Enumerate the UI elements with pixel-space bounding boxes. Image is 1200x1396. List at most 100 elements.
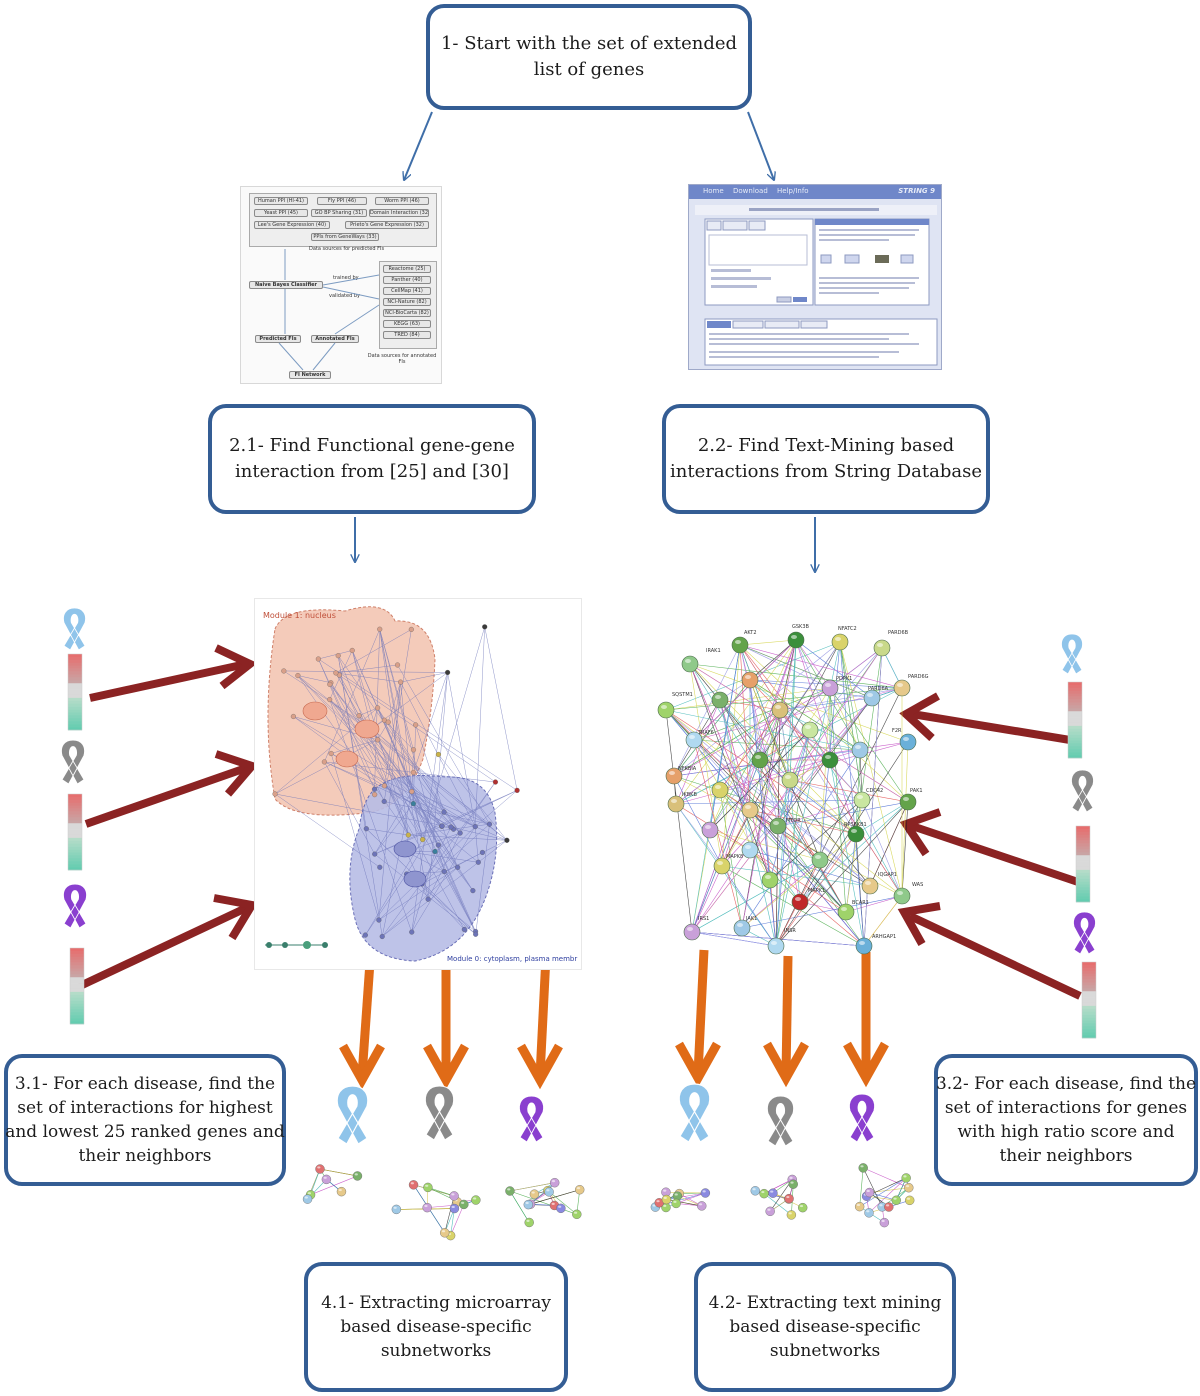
step-2-2-line-2: interactions from String Database	[670, 461, 982, 482]
textmining-network-graph	[657, 631, 917, 955]
microarray-network-figure: Module 1: nucleus Module 0: cytoplasm, p…	[254, 598, 582, 970]
string-nav-help[interactable]: Help/Info	[777, 187, 809, 195]
fi-flow-lines	[278, 249, 380, 371]
fi-annotated-source-1: Reactome (25)	[383, 265, 431, 273]
gene-label-bcar1: BCAR1	[852, 900, 869, 906]
microarray-node	[327, 697, 333, 703]
gene-label-insr: INSR	[784, 928, 796, 934]
step-1-box: 1- Start with the set of extended list o…	[426, 4, 752, 110]
orange-arrow-5	[781, 955, 793, 1075]
step-3-2-line-1: 3.2- For each disease, find the	[935, 1074, 1197, 1094]
microarray-node	[376, 917, 382, 923]
gray-ribbon-icon	[61, 739, 85, 785]
microarray-node	[441, 869, 447, 875]
red-arrow-left-3	[78, 904, 248, 990]
step-2-1-line-1: 2.1- Find Functional gene-gene	[229, 435, 515, 456]
string-nav-download[interactable]: Download	[733, 187, 768, 195]
microarray-node	[315, 656, 321, 662]
microarray-node	[349, 647, 355, 654]
gene-label-pard6g: PARD6G	[908, 674, 929, 680]
fi-source-1: Human PPI (HI-41)	[254, 197, 308, 205]
microarray-node	[409, 929, 415, 935]
purple-ribbon-icon	[848, 1093, 876, 1143]
microarray-node	[410, 747, 417, 753]
microarray-node	[394, 662, 401, 668]
microarray-node	[439, 823, 445, 829]
microarray-node	[408, 626, 414, 632]
microarray-node	[272, 791, 278, 797]
gene-label-pard6b: PARD6B	[888, 630, 909, 636]
step-3-1-line-2: set of interactions for highest	[17, 1098, 273, 1118]
expression-bar-right-1	[1067, 681, 1083, 759]
microarray-node	[435, 751, 441, 758]
fi-construction-thumbnail: Human PPI (HI-41) Fly PPI (46) Worm PPI …	[240, 186, 442, 384]
string-nav-bar: Home Download Help/Info STRING 9	[689, 185, 941, 199]
string-logo: STRING 9	[898, 187, 935, 195]
step-3-1-line-1: 3.1- For each disease, find the	[14, 1074, 276, 1094]
textmining-network-figure: AKT2 GSK3B NFATC2 PARD6B PARD6G IRAK1 SQ…	[650, 590, 930, 970]
blue-ribbon-icon	[678, 1083, 711, 1143]
step-4-2-line-1: 4.2- Extracting text mining	[708, 1293, 942, 1313]
step-4-2-line-3: subnetworks	[769, 1341, 881, 1361]
gene-label-pard6a: PARD6A	[868, 686, 889, 692]
step-4-1-box: 4.1- Extracting microarray based disease…	[304, 1262, 568, 1392]
microarray-node	[486, 821, 493, 827]
step-1-line-2: list of genes	[533, 59, 645, 80]
microarray-node	[420, 837, 426, 843]
microarray-node	[435, 842, 441, 848]
step-4-2-line-2: based disease-specific	[729, 1317, 921, 1337]
microarray-node	[410, 801, 416, 807]
step-3-1-line-3: and lowest 25 ranked genes and	[5, 1122, 285, 1142]
microarray-node	[504, 837, 510, 843]
orange-arrow-3	[535, 955, 551, 1077]
purple-ribbon-icon	[1073, 911, 1096, 955]
step-2-1-box: 2.1- Find Functional gene-gene interacti…	[208, 404, 536, 514]
gene-label-was: WAS	[912, 882, 924, 888]
string-page-mock	[695, 205, 938, 366]
step-4-1-line-3: subnetworks	[380, 1341, 492, 1361]
gene-label-rps6kb1: RPS6KB1	[844, 822, 867, 828]
red-arrow-right-1	[911, 710, 1071, 744]
step-3-2-box: 3.2- For each disease, find the set of i…	[934, 1054, 1198, 1186]
subnetwork-microarray-purple	[505, 1177, 585, 1228]
microarray-node	[372, 851, 378, 857]
expression-bar-left-3	[69, 947, 85, 1025]
subnetwork-textmining-purple	[854, 1163, 915, 1228]
microarray-node	[475, 859, 481, 865]
red-arrow-left-2	[84, 764, 248, 828]
orange-arrow-1	[357, 961, 375, 1077]
step-3-2-line-3: with high ratio score and	[957, 1122, 1175, 1142]
fi-annotated-source-2: Panther (40)	[383, 276, 431, 284]
module-1-label: Module 1: nucleus	[263, 611, 336, 620]
fi-source-8: Prieto's Gene Expression (32)	[345, 221, 429, 229]
microarray-node	[472, 824, 478, 830]
red-arrow-right-2	[910, 822, 1080, 886]
step-1-line-1: 1- Start with the set of extended	[440, 33, 738, 54]
step-3-1-line-4: their neighbors	[78, 1146, 212, 1166]
microarray-node	[356, 713, 362, 719]
gray-ribbon-icon	[766, 1095, 795, 1147]
fi-source-5: GO BP Sharing (31)	[311, 209, 367, 217]
fi-source-3: Worm PPI (46)	[375, 197, 429, 205]
step-4-2-box: 4.2- Extracting text mining based diseas…	[694, 1262, 956, 1392]
microarray-node	[333, 670, 339, 676]
module-0-label: Module 0: cytoplasm, plasma membr	[447, 955, 578, 963]
microarray-node	[482, 624, 488, 630]
gene-label-iqgap1: IQGAP1	[878, 872, 897, 878]
gene-label-gsk3b: GSK3B	[792, 624, 809, 630]
string-nav-home[interactable]: Home	[703, 187, 724, 195]
microarray-node	[295, 673, 301, 679]
microarray-node	[445, 669, 451, 676]
expression-bar-right-2	[1075, 825, 1091, 903]
gene-label-nfatc2: NFATC2	[838, 626, 857, 632]
microarray-node	[413, 722, 419, 728]
microarray-node	[441, 809, 447, 815]
blue-ribbon-icon	[336, 1085, 369, 1145]
gene-label-akt2: AKT2	[744, 630, 757, 636]
gene-label-arhgap1: ARHGAP1	[872, 934, 897, 940]
subnetwork-microarray-blue	[302, 1164, 363, 1204]
fi-predicted-caption: Data sources for predicted FIs	[309, 246, 385, 252]
microarray-node	[327, 681, 333, 687]
step-4-1-line-2: based disease-specific	[340, 1317, 532, 1337]
